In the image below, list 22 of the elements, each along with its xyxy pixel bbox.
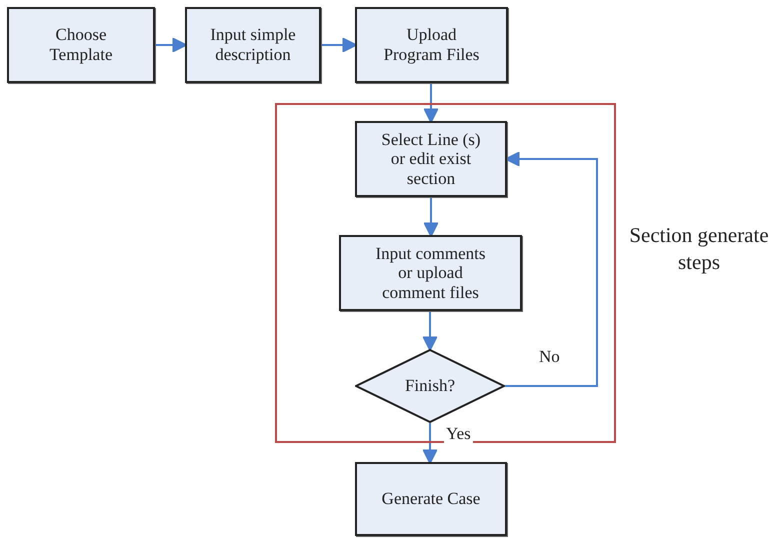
arrow xyxy=(504,151,598,387)
box-label: Input simple description xyxy=(209,25,297,65)
section-label: Section generate steps xyxy=(629,222,769,276)
arrow xyxy=(422,311,438,352)
box-label: Choose Template xyxy=(48,25,114,65)
arrow xyxy=(321,37,358,53)
process-box xyxy=(355,7,508,83)
box-label: Input comments or upload comment files xyxy=(374,244,486,302)
process-box xyxy=(339,235,522,311)
edge-label: Yes xyxy=(444,425,473,444)
process-box xyxy=(355,462,507,536)
arrow xyxy=(423,197,439,238)
arrow xyxy=(422,423,438,464)
box-label: Upload Program Files xyxy=(382,25,480,65)
arrow xyxy=(423,83,439,124)
box-label: Generate Case xyxy=(382,489,480,509)
process-box xyxy=(7,7,155,83)
decision-label: Finish? xyxy=(404,376,456,396)
box-label: Select Line (s) or edit exist section xyxy=(380,130,482,188)
arrow xyxy=(155,37,188,53)
process-box xyxy=(185,7,321,83)
process-box xyxy=(355,121,507,197)
